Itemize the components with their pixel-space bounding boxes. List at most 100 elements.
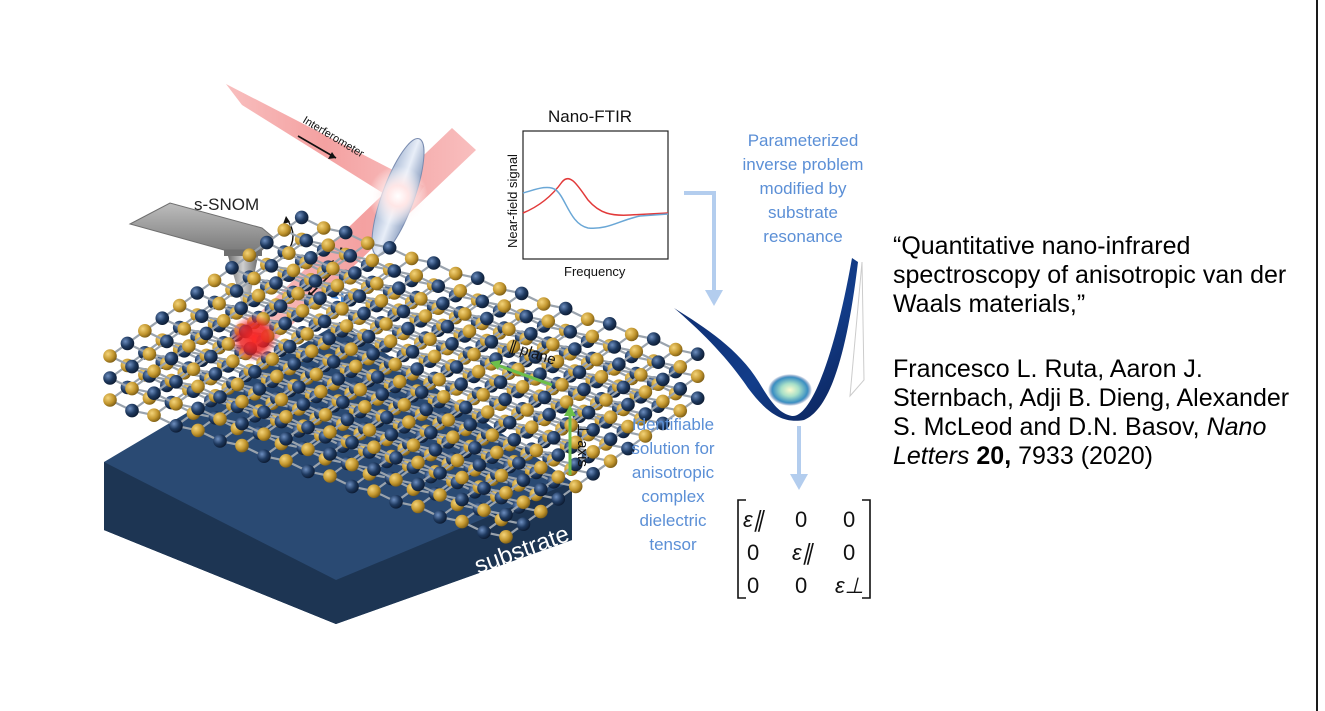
atom-navy bbox=[533, 367, 547, 382]
atom-navy bbox=[477, 481, 491, 496]
atom-navy bbox=[484, 335, 499, 349]
atom-gold bbox=[467, 347, 481, 362]
atom-gold bbox=[534, 460, 548, 475]
atom-navy bbox=[361, 329, 376, 344]
atom-navy bbox=[357, 306, 371, 321]
atom-gold bbox=[367, 440, 381, 455]
atom-navy bbox=[524, 327, 538, 341]
atom-gold bbox=[279, 410, 293, 424]
atom-navy bbox=[519, 309, 534, 324]
atom-gold bbox=[502, 322, 516, 337]
atom-gold bbox=[230, 377, 245, 392]
atom-gold bbox=[235, 394, 249, 409]
atom-navy bbox=[445, 337, 459, 351]
atom-navy bbox=[169, 419, 183, 433]
atom-gold bbox=[138, 324, 152, 338]
atom-navy bbox=[352, 289, 367, 304]
atom-navy bbox=[299, 233, 314, 248]
atom-navy bbox=[331, 372, 346, 386]
atom-gold bbox=[348, 359, 363, 374]
atom-navy bbox=[568, 342, 582, 356]
citation: “Quantitative nano-infrared spectroscopy… bbox=[893, 232, 1313, 471]
atom-gold bbox=[551, 470, 566, 484]
atom-gold bbox=[370, 276, 384, 291]
atom-gold bbox=[477, 503, 491, 517]
dielectric-tensor: ε∥ 0 0 0 ε∥ 0 0 0 ε⊥ bbox=[743, 507, 864, 598]
atom-gold bbox=[295, 304, 310, 318]
atom-gold bbox=[462, 324, 477, 339]
atom-navy bbox=[477, 525, 491, 539]
atom-gold bbox=[559, 395, 574, 409]
atom-gold bbox=[668, 342, 683, 357]
atom-navy bbox=[472, 458, 487, 472]
atom-navy bbox=[581, 405, 596, 420]
right-edge-divider bbox=[1316, 0, 1318, 711]
atom-gold bbox=[585, 329, 600, 344]
atom-navy bbox=[204, 349, 218, 364]
atom-gold bbox=[316, 221, 331, 235]
atom-navy bbox=[213, 390, 227, 404]
atom-navy bbox=[433, 466, 447, 480]
atom-navy bbox=[673, 382, 688, 396]
atom-gold bbox=[599, 393, 613, 407]
atom-gold bbox=[353, 382, 368, 397]
citation-year: (2020) bbox=[1080, 442, 1153, 470]
atom-gold bbox=[321, 238, 336, 252]
atom-gold bbox=[541, 314, 556, 329]
atom-navy bbox=[367, 462, 381, 477]
atom-gold bbox=[172, 298, 187, 313]
atom-navy bbox=[264, 259, 279, 273]
atom-gold bbox=[546, 337, 560, 352]
atom-navy bbox=[225, 261, 239, 275]
near-field-hotspot bbox=[230, 314, 278, 362]
atom-navy bbox=[191, 401, 205, 416]
atom-gold bbox=[673, 404, 688, 418]
atom-navy bbox=[621, 441, 635, 456]
atom-navy bbox=[257, 449, 271, 464]
atom-navy bbox=[436, 296, 450, 311]
atom-navy bbox=[558, 301, 573, 316]
atom-gold bbox=[291, 286, 305, 301]
atom-gold bbox=[216, 314, 231, 328]
atom-gold bbox=[345, 457, 359, 472]
atom-navy bbox=[507, 433, 522, 447]
spectrum-blue-curve bbox=[522, 186, 669, 229]
atom-gold bbox=[282, 246, 296, 260]
atom-gold bbox=[448, 266, 463, 281]
citation-reference: Francesco L. Ruta, Aaron J. Sternbach, A… bbox=[893, 355, 1313, 471]
atom-navy bbox=[586, 467, 600, 481]
atom-navy bbox=[384, 427, 399, 442]
atom-navy bbox=[603, 432, 618, 447]
atom-gold bbox=[580, 312, 595, 327]
atom-navy bbox=[338, 225, 353, 240]
atom-navy bbox=[125, 359, 139, 374]
atom-gold bbox=[207, 273, 222, 288]
atom-navy bbox=[607, 340, 622, 354]
atom-navy bbox=[638, 407, 653, 421]
atom-navy bbox=[257, 405, 271, 420]
atom-navy bbox=[392, 281, 406, 296]
atom-navy bbox=[449, 360, 464, 374]
atom-navy bbox=[396, 304, 411, 319]
atom-navy bbox=[194, 309, 209, 324]
atom-navy bbox=[199, 326, 214, 341]
atom-navy bbox=[345, 435, 359, 450]
atom-gold bbox=[182, 339, 196, 353]
atom-navy bbox=[260, 235, 274, 250]
atom-gold bbox=[656, 394, 670, 409]
atom-gold bbox=[603, 410, 618, 425]
atom-gold bbox=[690, 369, 705, 384]
atom-gold bbox=[427, 349, 442, 364]
atom-navy bbox=[493, 375, 508, 390]
atom-navy bbox=[514, 286, 529, 301]
inverse-problem-label: Parameterized inverse problem modified b… bbox=[742, 131, 864, 246]
atom-navy bbox=[287, 357, 302, 371]
atom-gold bbox=[515, 380, 530, 394]
atom-gold bbox=[418, 309, 433, 323]
atom-gold bbox=[455, 514, 469, 529]
atom-navy bbox=[563, 325, 578, 339]
atom-gold bbox=[497, 299, 512, 313]
atom-navy bbox=[551, 448, 566, 462]
